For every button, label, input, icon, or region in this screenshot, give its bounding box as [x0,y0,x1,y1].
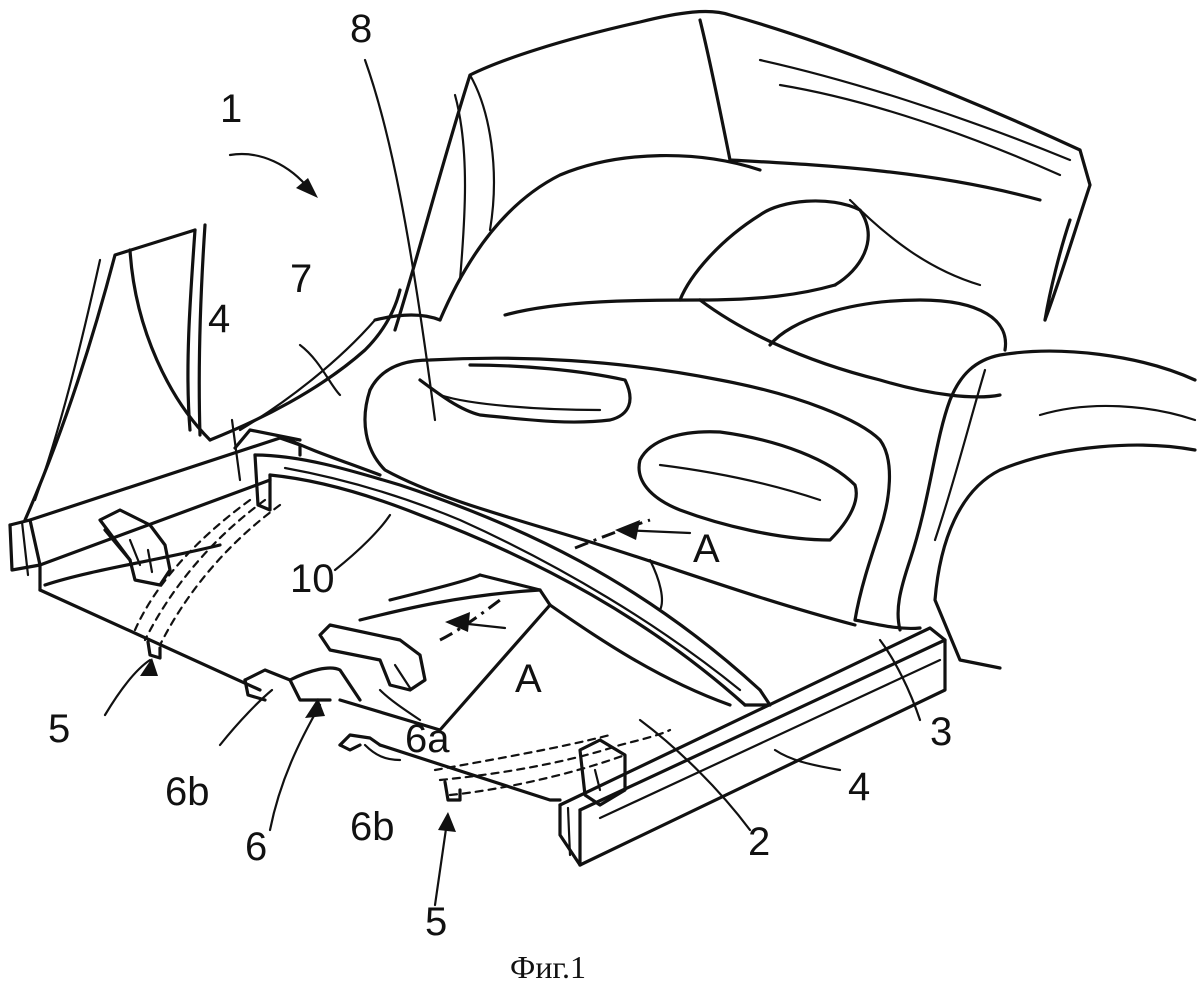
side-member-4-right [558,626,947,867]
rear-floor-pan [363,356,922,631]
label-6b-left: 6b [165,770,210,814]
section-line-a-lower [439,598,507,642]
label-8: 8 [350,7,372,51]
label-7: 7 [290,257,312,301]
center-member-6 [243,573,552,752]
reference-labels: 1 8 7 4 10 A A 3 4 2 5 5 6a 6b 6b 6 [48,7,952,944]
label-3: 3 [930,710,952,754]
figure-caption: Фиг.1 [510,949,586,985]
label-a-lower: A [515,657,542,701]
label-10: 10 [290,557,335,601]
assembly-arrow [228,152,318,198]
floor-panel-2-left [38,543,262,692]
right-side-panel [896,349,1197,670]
rear-body-panel [393,9,1092,399]
cross-member-10 [253,438,772,707]
left-side-panel [208,288,442,442]
left-seat-bracket [98,508,172,587]
hidden-lines-right [433,728,672,797]
label-4-left: 4 [208,297,230,341]
label-4-right: 4 [848,765,870,809]
label-2: 2 [748,820,770,864]
floor-panel-2 [378,603,732,802]
right-seat-bracket [578,738,627,807]
side-member-4-left [8,428,302,592]
label-a-upper: A [693,527,720,571]
label-5-right: 5 [425,900,447,944]
hidden-lines-left [133,498,282,647]
leader-lines [103,58,922,907]
label-6b-right: 6b [350,805,395,849]
label-6: 6 [245,825,267,869]
label-5-left: 5 [48,707,70,751]
left-pillar [23,223,212,522]
label-1: 1 [220,87,242,131]
section-line-a-upper [574,518,692,550]
label-6a: 6a [405,717,450,761]
